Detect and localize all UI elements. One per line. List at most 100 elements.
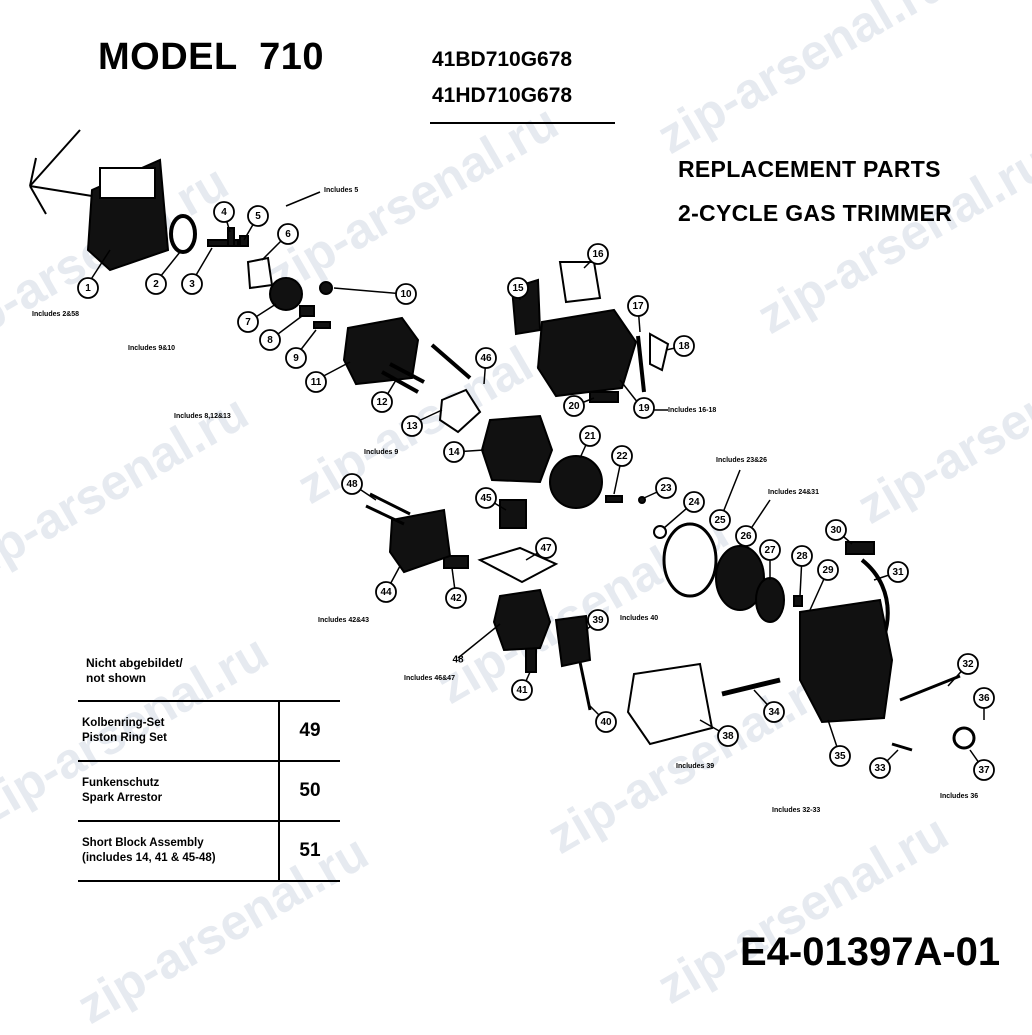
includes-label: Includes 24&31 [768, 489, 819, 496]
callout-4-text: 4 [221, 207, 227, 218]
callout-17-text: 17 [632, 301, 644, 312]
part-shape-17 [636, 335, 646, 393]
part-shape-23 [638, 496, 646, 504]
includes-label: Includes 46&47 [404, 675, 455, 682]
callout-11 [305, 371, 327, 393]
not-shown-line: not shown [86, 671, 146, 685]
part-shape-14 [480, 414, 554, 484]
callout-6 [277, 223, 299, 245]
callout-28 [791, 545, 813, 567]
includes-label: Includes 5 [324, 187, 358, 194]
table-row: Funkenschutz Spark Arrestor 50 [78, 760, 340, 822]
callout-39-text: 39 [592, 615, 604, 626]
callout-2 [145, 273, 167, 295]
part-shape-47 [477, 546, 559, 584]
callout-48-text: 48 [452, 655, 464, 666]
part-shape-30 [845, 541, 875, 555]
part-shape-7 [269, 277, 303, 311]
callout-17 [627, 295, 649, 317]
callout-33 [869, 757, 891, 779]
callout-24-text: 24 [688, 497, 700, 508]
callout-32-text: 32 [962, 659, 974, 670]
part-shape-16 [558, 261, 602, 304]
callout-27 [759, 539, 781, 561]
header-rule [430, 122, 615, 124]
callout-20-text: 20 [568, 401, 580, 412]
part-name-en: Spark Arrestor [82, 792, 163, 804]
table-row: Short Block Assembly (includes 14, 41 & … [78, 820, 340, 882]
includes-label: Includes 40 [620, 615, 658, 622]
callout-21-text: 21 [584, 431, 596, 442]
callout-10-text: 10 [400, 289, 412, 300]
callout-45 [475, 487, 497, 509]
callout-40 [595, 711, 617, 733]
part-shape-8 [299, 305, 315, 317]
callout-48 [341, 473, 363, 495]
part-description: Funkenschutz Spark Arrestor [78, 760, 280, 822]
part-shape-35 [799, 598, 894, 724]
part-shape-27 [755, 577, 785, 623]
callout-5-text: 5 [255, 211, 261, 222]
callout-9 [285, 347, 307, 369]
part-name-en: Short Block Assembly [82, 837, 204, 849]
part-number: 50 [279, 760, 340, 822]
part-shape-3 [207, 239, 239, 247]
callout-25-text: 25 [714, 515, 726, 526]
part-shape-screw [29, 185, 93, 197]
part-shape-42 [443, 555, 469, 569]
callout-1 [77, 277, 99, 299]
includes-label: Includes 9&10 [128, 345, 175, 352]
callout-30-text: 30 [830, 525, 842, 536]
callout-13 [401, 415, 423, 437]
callout-12-text: 12 [376, 397, 388, 408]
callout-35-text: 35 [834, 751, 846, 762]
callout-9-text: 9 [293, 353, 299, 364]
callout-26-text: 26 [740, 531, 752, 542]
includes-label: Includes 32-33 [772, 807, 820, 814]
callout-29 [817, 559, 839, 581]
part-shape-6 [246, 256, 274, 290]
callout-19-text: 19 [638, 403, 650, 414]
heading-replacement-parts: REPLACEMENT PARTS [678, 156, 941, 182]
callout-14-text: 14 [448, 447, 460, 458]
part-shape-25 [662, 522, 718, 598]
callout-7-text: 7 [245, 317, 251, 328]
callout-20 [563, 395, 585, 417]
callout-40-text: 40 [600, 717, 612, 728]
callout-45-text: 45 [480, 493, 492, 504]
includes-label: Includes 9 [364, 449, 398, 456]
includes-label: Includes 8,12&13 [174, 413, 231, 420]
callout-1-text: 1 [85, 283, 91, 294]
callout-31 [887, 561, 909, 583]
part-shape-26 [715, 545, 765, 611]
includes-label: Includes 23&26 [716, 457, 767, 464]
includes-label: Includes 39 [676, 763, 714, 770]
callout-37-text: 37 [978, 765, 990, 776]
part-shape-screw [29, 185, 47, 215]
part-shape-24 [653, 525, 667, 539]
callout-8 [259, 329, 281, 351]
callout-25 [709, 509, 731, 531]
callout-34-text: 34 [768, 707, 780, 718]
includes-label: Includes 16-18 [668, 407, 716, 414]
part-shape-45 [499, 499, 527, 529]
callout-35 [829, 745, 851, 767]
part-shape-32 [899, 674, 961, 702]
callout-15 [507, 277, 529, 299]
part-shape-screw [29, 129, 81, 187]
callout-46-text: 46 [480, 353, 492, 364]
callout-13-text: 13 [406, 421, 418, 432]
callout-23 [655, 477, 677, 499]
exploded-parts-diagram: 1234567891011121314151617181920212223242… [29, 129, 995, 814]
part-shape-44 [388, 508, 452, 574]
callout-28-text: 28 [796, 551, 808, 562]
callout-27-text: 27 [764, 545, 776, 556]
callout-14 [443, 441, 465, 463]
callout-2-text: 2 [153, 279, 159, 290]
part-shape-9 [313, 321, 331, 329]
callout-26 [735, 525, 757, 547]
model-title: MODEL 710 [98, 36, 325, 78]
part-shape-40 [578, 661, 592, 711]
part-shape-18 [649, 332, 670, 372]
callout-5 [247, 205, 269, 227]
